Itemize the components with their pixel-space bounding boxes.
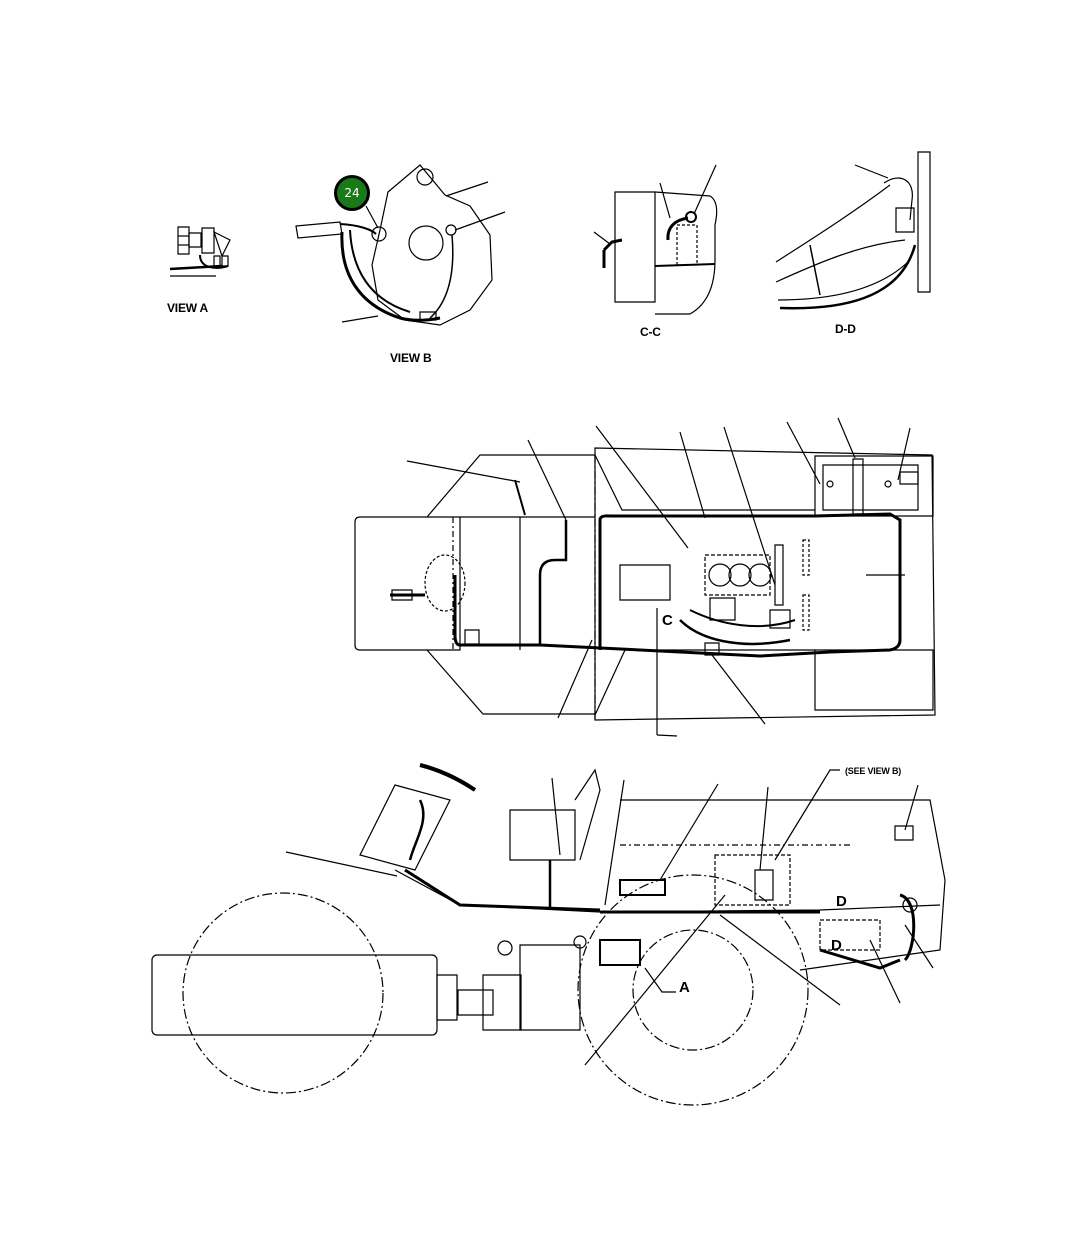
section-marker-d-upper: D [836,893,847,910]
side-view-machine-drawing [152,765,945,1105]
section-c-c-drawing [594,165,717,314]
section-d-d-drawing [776,152,930,308]
callout-marker-24[interactable]: 24 [334,175,370,211]
view-a-label: VIEW A [167,301,209,315]
see-view-b-note: (SEE VIEW B) [845,766,902,776]
top-view-machine-drawing [355,418,935,736]
view-b-alternator-drawing [296,165,505,325]
section-d-d-label: D-D [835,322,856,336]
view-a-drawing [170,227,230,276]
section-marker-c: C [662,612,673,629]
view-b-label: VIEW B [390,351,432,365]
section-marker-a: A [679,979,690,996]
section-marker-d-lower: D [831,937,842,954]
section-c-c-label: C-C [640,325,661,339]
